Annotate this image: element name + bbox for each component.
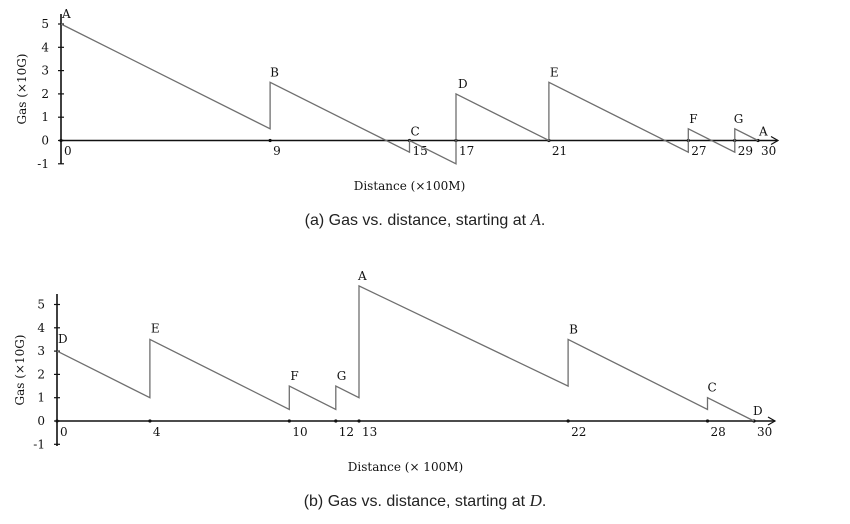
caption-a: (a) Gas vs. distance, starting at A. <box>0 210 850 230</box>
y-tick-label: -1 <box>37 157 49 171</box>
y-tick-label: 0 <box>37 414 45 428</box>
point-label: G <box>337 369 347 383</box>
point-label: C <box>411 125 420 139</box>
caption-a-variable: A <box>530 210 541 229</box>
x-tick-label: 21 <box>552 144 567 158</box>
caption-b-suffix: . <box>541 493 547 510</box>
y-axis-label: Gas (×10G) <box>15 54 29 125</box>
point-label: E <box>550 65 559 79</box>
y-tick-label: 1 <box>41 110 49 124</box>
caption-b: (b) Gas vs. distance, starting at D. <box>0 491 850 511</box>
y-tick-label: 1 <box>37 391 45 405</box>
x-tick <box>59 138 63 143</box>
x-tick-label: 17 <box>459 144 474 158</box>
x-tick <box>148 419 152 423</box>
y-tick-label: 2 <box>41 87 49 101</box>
x-tick <box>55 419 59 423</box>
point-label: D <box>58 332 68 346</box>
point-label: A <box>357 269 367 283</box>
caption-b-prefix: (b) Gas vs. distance, starting at <box>303 493 530 510</box>
x-tick-label: 22 <box>571 425 586 439</box>
point-label: C <box>708 381 717 395</box>
y-axis-label: Gas (×10G) <box>13 335 27 406</box>
x-tick-label: 29 <box>738 144 753 158</box>
point-label: D <box>458 77 468 91</box>
point-label: G <box>734 112 744 126</box>
series-line <box>56 284 755 422</box>
x-tick <box>357 419 361 423</box>
x-axis-arrow <box>767 416 777 426</box>
x-tick-label: 30 <box>761 144 776 158</box>
x-tick <box>268 138 272 143</box>
x-tick <box>566 419 570 423</box>
x-tick <box>705 419 710 423</box>
point-label: E <box>151 321 160 335</box>
x-tick-label: 13 <box>362 425 377 439</box>
y-tick-label: 4 <box>41 40 49 54</box>
caption-a-suffix: . <box>540 212 546 229</box>
caption-a-prefix: (a) Gas vs. distance, starting at <box>304 212 531 229</box>
point-label: F <box>290 369 298 383</box>
x-tick-label: 12 <box>339 425 354 439</box>
point-label: A <box>61 7 71 21</box>
x-tick-label: 9 <box>273 144 281 158</box>
x-axis-label: Distance (× 100M) <box>348 460 463 474</box>
x-tick-label: 27 <box>691 144 706 158</box>
caption-b-variable: D <box>529 491 542 510</box>
point-label: B <box>569 322 578 336</box>
y-tick-label: 5 <box>41 17 49 31</box>
x-tick-label: 28 <box>711 425 726 439</box>
y-tick-label: 3 <box>37 344 45 358</box>
y-tick-label: 4 <box>37 321 45 335</box>
x-tick-label: 30 <box>757 425 772 439</box>
series-line <box>60 23 759 165</box>
y-tick-label: 2 <box>37 367 45 381</box>
point-label: D <box>753 404 763 418</box>
x-axis-arrow <box>770 135 780 146</box>
x-tick-label: 0 <box>64 144 72 158</box>
x-tick-label: 10 <box>292 425 307 439</box>
y-tick-label: 5 <box>37 298 45 312</box>
y-tick-label: 0 <box>41 134 49 148</box>
x-tick-label: 0 <box>60 425 68 439</box>
x-tick-label: 4 <box>153 425 161 439</box>
y-tick-label: -1 <box>33 437 45 451</box>
point-label: F <box>689 112 697 126</box>
point-label: A <box>758 125 768 139</box>
x-axis-label: Distance (×100M) <box>354 179 466 193</box>
y-tick-label: 3 <box>41 64 49 78</box>
x-tick <box>334 419 338 423</box>
x-tick <box>287 419 291 423</box>
point-label: B <box>270 65 279 79</box>
